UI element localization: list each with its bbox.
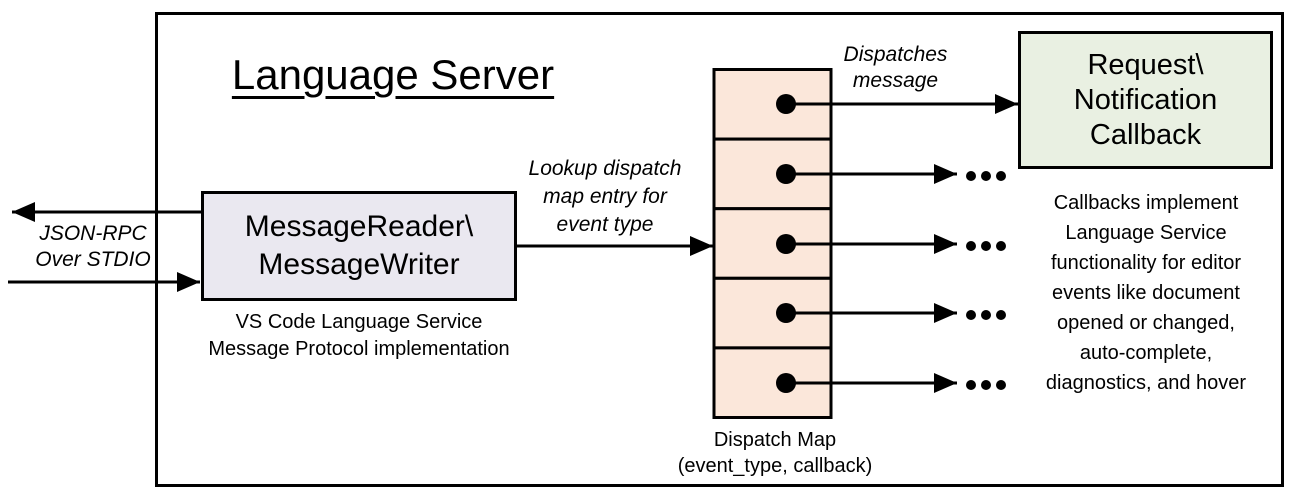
message-reader-writer-label: MessageReader\ MessageWriter [244,210,474,281]
ellipsis-icon [966,171,1006,181]
lookup-dispatch-label: Lookup dispatch map entry for event type [528,157,682,236]
message-reader-caption: VS Code Language Service Message Protoco… [208,311,510,360]
message-reader-writer-box [201,191,517,301]
json-rpc-stdio-label: JSON-RPC Over STDIO [35,222,151,271]
callback-pointers [776,94,1018,393]
dispatch-map-label: Dispatch Map (event_type, callback) [677,429,873,477]
dispatches-message-label: Dispatches message [843,43,948,92]
callbacks-description: Callbacks implement Language Service fun… [1045,192,1247,394]
language-server-boundary [155,12,1284,487]
ellipsis-icon [966,310,1006,320]
ellipsis-icon [966,241,1006,251]
diagram-title: Language Server [231,51,555,98]
request-notification-callback-label: Request\ Notification Callback [1073,48,1218,151]
ellipsis-icon [966,380,1006,390]
request-notification-callback-box [1018,31,1273,169]
